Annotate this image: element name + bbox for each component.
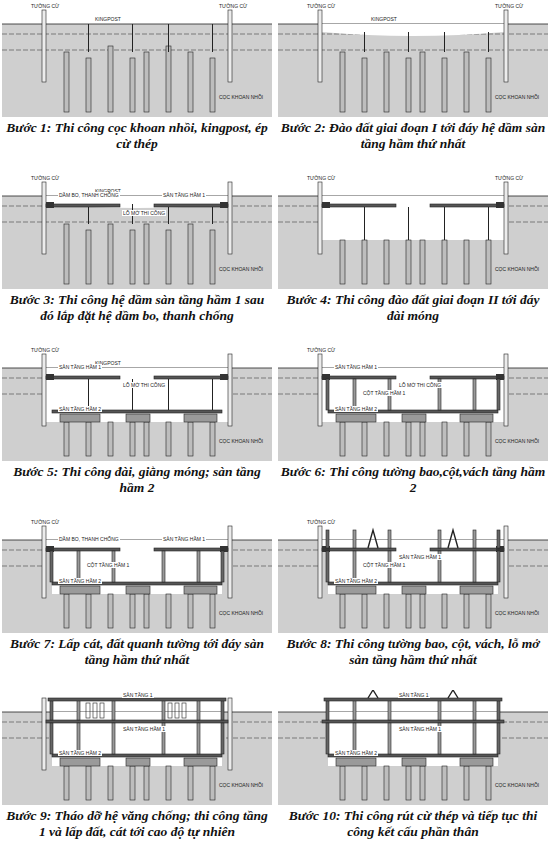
part-label: SÀN TẦNG HẦM 1 — [398, 554, 442, 560]
step-caption: Bước 3: Thi công hệ dầm sàn tầng hầm 1 s… — [2, 292, 272, 324]
part-label: CỘT TẦNG HẦM 1 — [362, 562, 406, 568]
part-label: SÀN TẦNG 1 — [398, 692, 430, 698]
part-label: CỌC KHOAN NHỒI — [218, 266, 264, 272]
part-label: CỌC KHOAN NHỒI — [494, 782, 540, 788]
part-label: SÀN TẦNG HẦM 2 — [334, 406, 378, 412]
part-label: TƯỜNG CỪ — [218, 3, 248, 9]
step-caption: Bước 10: Thi công rút cừ thép và tiếp tụ… — [278, 808, 548, 840]
part-label: KINGPOST — [370, 16, 398, 22]
part-label: LỖ MỞ THI CÔNG — [398, 382, 442, 388]
part-label: TƯỜNG CỪ — [494, 3, 524, 9]
part-label: CỌC KHOAN NHỒI — [218, 610, 264, 616]
part-label: DẦM BO, THANH CHỐNG — [58, 192, 120, 198]
part-label: SÀN TẦNG HẦM 1 — [334, 364, 378, 370]
part-label: TƯỜNG CỪ — [30, 347, 60, 353]
part-label: KINGPOST — [94, 16, 122, 22]
part-label: SÀN TẦNG HẦM 2 — [334, 750, 378, 756]
part-label: TƯỜNG CỪ — [306, 519, 336, 525]
part-label: CỘT TẦNG HẦM 1 — [362, 390, 406, 396]
part-label: SÀN TẦNG HẦM 1 — [162, 536, 206, 542]
part-label: TƯỜNG CỪ — [494, 175, 524, 181]
part-label: TƯỜNG CỪ — [306, 347, 336, 353]
part-label: CỘT TẦNG HẦM 1 — [86, 562, 130, 568]
part-label: SÀN TẦNG HẦM 2 — [58, 750, 102, 756]
step-caption: Bước 1: Thi công cọc khoan nhồi, kingpos… — [2, 120, 272, 152]
part-label: TƯỜNG CỪ — [306, 3, 336, 9]
part-label: CỌC KHOAN NHỒI — [494, 94, 540, 100]
part-label: SÀN TẦNG 1 — [122, 692, 154, 698]
part-label: SÀN TẦNG HẦM 2 — [58, 406, 102, 412]
part-label: CỌC KHOAN NHỒI — [494, 438, 540, 444]
step-caption: Bước 5: Thi công đài, giằng móng; sàn tầ… — [2, 464, 272, 496]
part-label: TƯỜNG CỪ — [306, 175, 336, 181]
part-label: TƯỜNG CỪ — [30, 175, 60, 181]
part-label: CỌC KHOAN NHỒI — [494, 610, 540, 616]
part-label: SÀN TẦNG HẦM 1 — [58, 364, 102, 370]
part-label: LỖ MỞ THI CÔNG — [122, 382, 166, 388]
part-label: SÀN TẦNG HẦM 2 — [334, 578, 378, 584]
part-label: CỌC KHOAN NHỒI — [218, 438, 264, 444]
part-label: CỌC KHOAN NHỒI — [494, 266, 540, 272]
step-caption: Bước 4: Thi công đào đất giai đoạn II tớ… — [278, 292, 548, 324]
step-caption: Bước 9: Tháo dỡ hệ văng chống; thi công … — [2, 808, 272, 840]
part-label: CỌC KHOAN NHỒI — [218, 94, 264, 100]
part-label: TƯỜNG CỪ — [30, 3, 60, 9]
part-label: TƯỜNG CỪ — [30, 519, 60, 525]
part-label: SÀN TẦNG HẦM 1 — [398, 726, 442, 732]
step-caption: Bước 2: Đào đất giai đoạn I tới đáy hệ d… — [278, 120, 548, 152]
step-caption: Bước 8: Thi công tường bao, cột, vách, l… — [278, 636, 548, 668]
part-label: DẦM BO, THANH CHỐNG — [58, 536, 120, 542]
part-label: CỌC KHOAN NHỒI — [218, 782, 264, 788]
part-label: LỖ MỞ THI CÔNG — [122, 210, 166, 216]
part-label: SÀN TẦNG HẦM 2 — [58, 578, 102, 584]
part-label: SÀN TẦNG HẦM 1 — [122, 726, 166, 732]
part-label: SÀN TẦNG HẦM 1 — [162, 192, 206, 198]
step-caption: Bước 7: Lấp cát, đất quanh tường tới đáy… — [2, 636, 272, 668]
step-caption: Bước 6: Thi công tường bao,cột,vách tầng… — [278, 464, 548, 496]
